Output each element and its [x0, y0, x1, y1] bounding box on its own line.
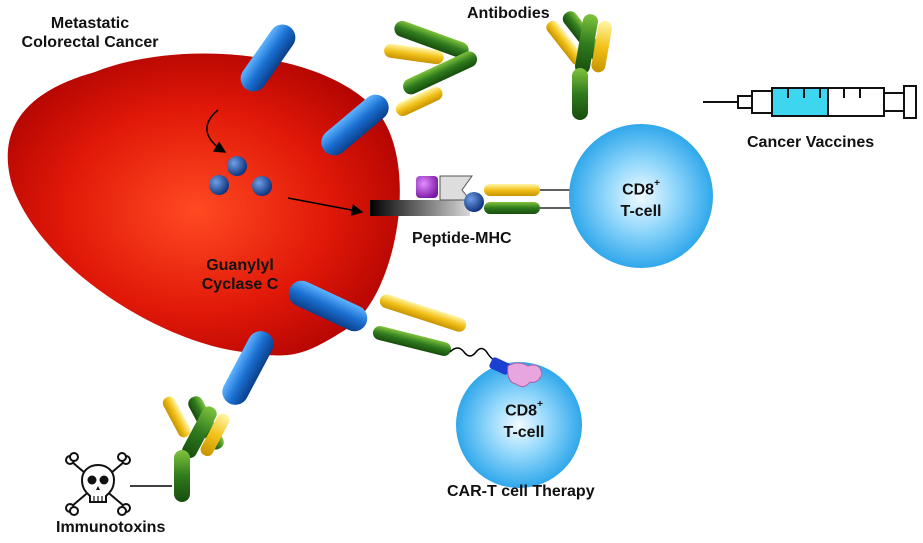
cd8-tcell-top [569, 124, 713, 268]
antibody-top-right [546, 11, 613, 120]
label-tcell-car-name: T-cell [503, 424, 545, 442]
label-tcell-car: CD8+ T-cell [504, 396, 545, 444]
label-metastatic-line2: Colorectal Cancer [21, 34, 159, 51]
label-peptide-mhc: Peptide-MHC [412, 230, 512, 247]
peptide-mhc-complex [370, 175, 484, 216]
label-car-t: CAR-T cell Therapy [447, 483, 595, 500]
tcr-receptor [484, 184, 575, 214]
peptide-dot [209, 175, 229, 195]
presentation-arrow [287, 197, 364, 216]
syringe-icon [703, 85, 917, 119]
tumor-cell [7, 53, 400, 356]
label-cd8-car: CD8+ [505, 399, 543, 420]
label-guanylyl-cyclase: Guanylyl Cyclase C [202, 256, 279, 294]
receptor-right-bottom [288, 280, 368, 332]
receptor-right-top [321, 94, 389, 156]
receptor-top [240, 24, 296, 92]
label-metastatic-cancer: Metastatic Colorectal Cancer [22, 14, 159, 52]
label-cd8-top: CD8+ [622, 178, 660, 199]
label-metastatic-line1: Metastatic [50, 15, 130, 32]
cd8-tcell-car [456, 362, 582, 488]
peptide-dot [227, 156, 247, 176]
label-immunotoxins: Immunotoxins [56, 519, 166, 536]
skull-crossbones-icon [65, 452, 131, 516]
label-cancer-vaccines: Cancer Vaccines [747, 134, 875, 151]
receptor-bottom [222, 331, 274, 405]
label-guanylyl-line1: Guanylyl [206, 257, 274, 274]
car-construct [372, 294, 543, 388]
antibody-immunotoxin [162, 396, 230, 502]
label-guanylyl-line2: Cyclase C [201, 276, 279, 293]
antibody-top-left [384, 20, 478, 116]
label-antibodies: Antibodies [467, 5, 550, 22]
internalization-arrow [206, 109, 227, 153]
peptide-dot [252, 176, 272, 196]
label-tcell-top: CD8+ T-cell [621, 175, 662, 223]
label-tcell-top-name: T-cell [620, 203, 662, 221]
